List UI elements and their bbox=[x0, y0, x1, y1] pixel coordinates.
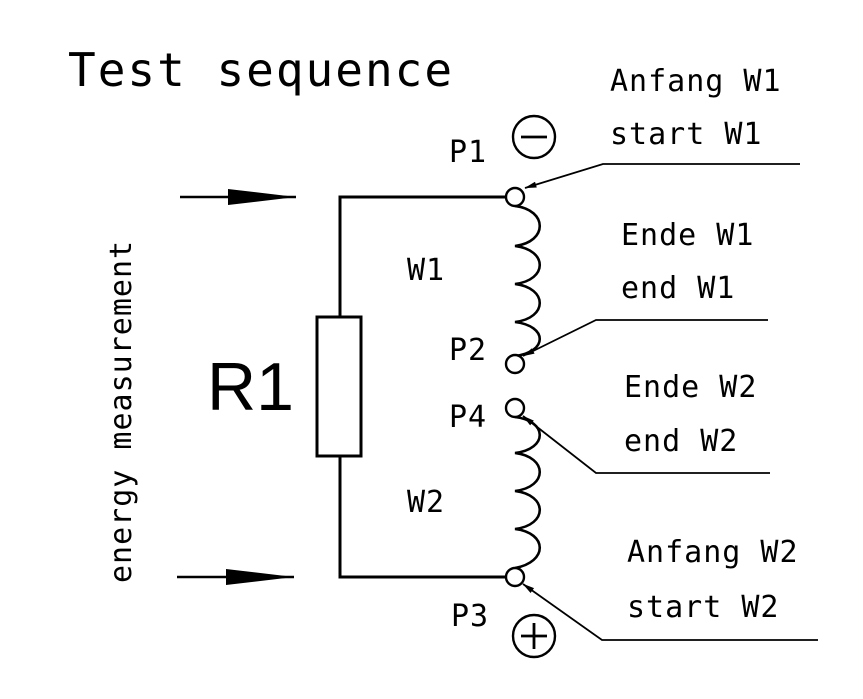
circuit-wiring bbox=[338, 195, 508, 579]
winding-w1-label: W1 bbox=[407, 253, 445, 288]
terminal-p3 bbox=[504, 566, 526, 588]
resistor-r1 bbox=[315, 315, 363, 458]
point-p3-label: P3 bbox=[451, 599, 489, 634]
callout-end-w2-de: Ende W2 bbox=[624, 370, 757, 405]
point-p2-label: P2 bbox=[449, 333, 487, 368]
winding-w2-coil bbox=[514, 415, 542, 570]
callout-leader-start-w1 bbox=[524, 163, 800, 189]
terminal-p2 bbox=[504, 353, 526, 375]
lower-input-arrow bbox=[177, 569, 294, 585]
callout-end-w1-de: Ende W1 bbox=[621, 218, 754, 253]
diagram-title: Test sequence bbox=[68, 43, 454, 97]
callout-leader-end-w2 bbox=[522, 415, 770, 474]
resistor-label: R1 bbox=[207, 349, 294, 425]
upper-input-arrow bbox=[180, 189, 296, 205]
terminal-p4 bbox=[504, 397, 526, 419]
callout-start-w1-de: Anfang W1 bbox=[610, 64, 782, 99]
point-p4-label: P4 bbox=[449, 400, 487, 435]
callout-end-w2-en: end W2 bbox=[624, 424, 738, 459]
callout-start-w2-de: Anfang W2 bbox=[627, 535, 799, 570]
terminal-p1 bbox=[504, 186, 526, 208]
callout-start-w2-en: start W2 bbox=[627, 590, 780, 625]
energy-measurement-label: energy measurement bbox=[104, 240, 139, 583]
callout-start-w1-en: start W1 bbox=[610, 117, 763, 152]
callout-leader-start-w2 bbox=[522, 583, 818, 641]
callout-end-w1-en: end W1 bbox=[621, 271, 735, 306]
point-p1-label: P1 bbox=[449, 135, 487, 170]
callout-leader-end-w1 bbox=[522, 319, 768, 357]
minus-polarity-icon bbox=[511, 114, 557, 160]
winding-w2-label: W2 bbox=[407, 485, 445, 520]
winding-w1-coil bbox=[514, 204, 542, 358]
plus-polarity-icon bbox=[511, 613, 557, 659]
